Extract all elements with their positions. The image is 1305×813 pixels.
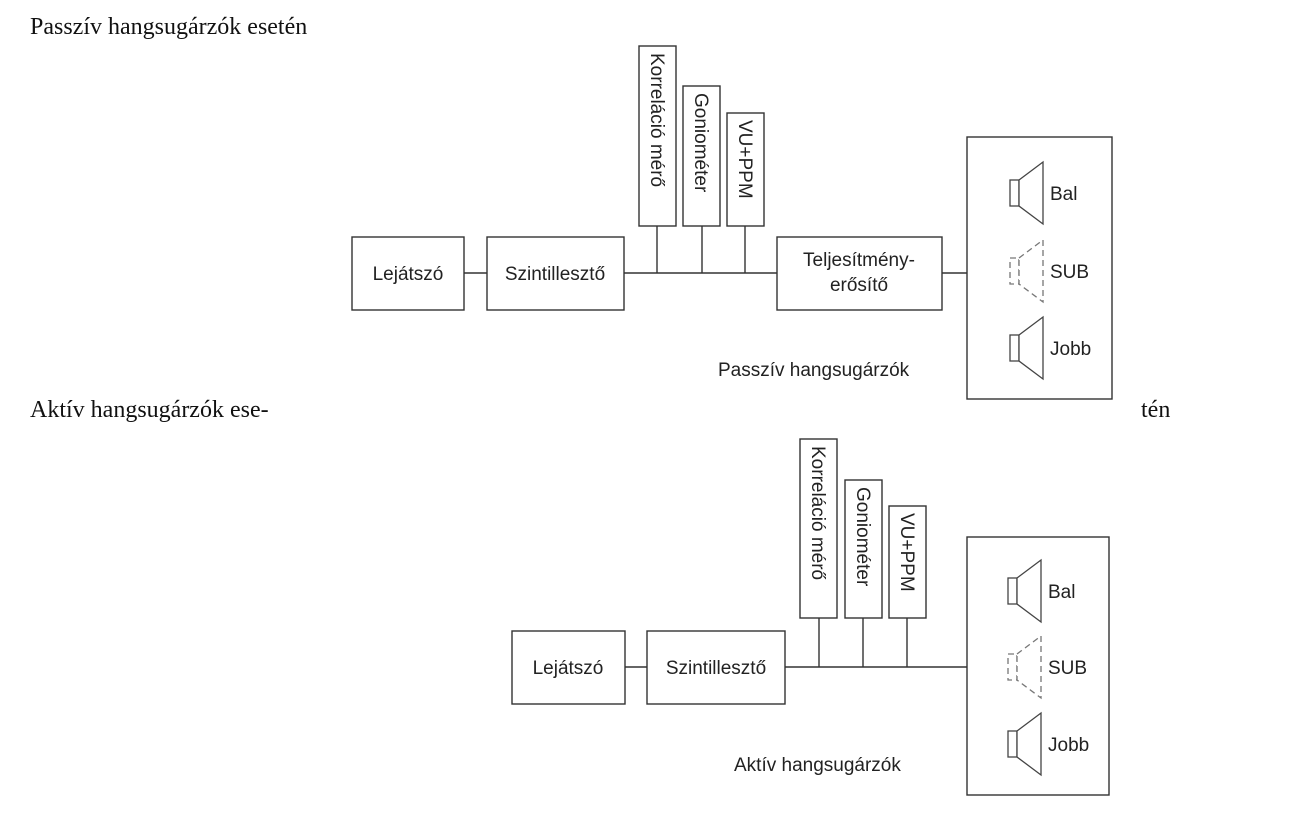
- player-box-active: [511, 630, 626, 705]
- vu-ppm-box-active: [888, 505, 927, 619]
- vu-ppm-label: VU+PPM: [734, 120, 755, 199]
- speaker-sub-icon-active: [1007, 634, 1042, 700]
- correlation-meter-box-active: [799, 438, 838, 619]
- player-box: [351, 236, 465, 311]
- speaker-right-label: Jobb: [1050, 339, 1091, 360]
- goniometer-box: [682, 85, 721, 227]
- player-label: Lejátszó: [373, 264, 444, 285]
- level-matcher-box-active: [646, 630, 786, 705]
- heading-passive: Passzív hangsugárzók esetén: [30, 14, 308, 40]
- speaker-left-icon-active: [1007, 558, 1042, 624]
- correlation-meter-box: [638, 45, 677, 227]
- player-label-active: Lejátszó: [533, 658, 604, 679]
- passive-caption: Passzív hangsugárzók: [718, 360, 910, 381]
- amplifier-box: [776, 236, 943, 311]
- goniometer-label-active: Goniométer: [852, 487, 873, 587]
- speaker-sub-icon: [1009, 238, 1044, 304]
- vu-ppm-box: [726, 112, 765, 227]
- level-matcher-label: Szintillesztő: [505, 264, 605, 285]
- goniometer-label: Goniométer: [690, 93, 711, 193]
- speaker-right-icon: [1009, 315, 1044, 381]
- active-caption: Aktív hangsugárzók: [734, 755, 901, 776]
- speaker-right-label-active: Jobb: [1048, 735, 1089, 756]
- correlation-meter-label: Korreláció mérő: [646, 53, 667, 187]
- amplifier-label-line2: erősítő: [830, 275, 888, 296]
- active-diagram: Lejátszó Szintillesztő Korreláció mérő G…: [511, 438, 1110, 796]
- vu-ppm-label-active: VU+PPM: [896, 513, 917, 592]
- passive-diagram: Lejátszó Szintillesztő Korreláció mérő G…: [351, 45, 1113, 400]
- amplifier-label-line1: Teljesítmény-: [803, 250, 915, 271]
- level-matcher-box: [486, 236, 625, 311]
- speaker-right-icon-active: [1007, 711, 1042, 777]
- speaker-left-label-active: Bal: [1048, 582, 1075, 603]
- correlation-meter-label-active: Korreláció mérő: [807, 446, 828, 580]
- speaker-sub-label-active: SUB: [1048, 658, 1087, 679]
- heading-active-part2: tén: [1141, 397, 1171, 423]
- speaker-left-icon: [1009, 160, 1044, 226]
- level-matcher-label-active: Szintillesztő: [666, 658, 766, 679]
- speaker-sub-label: SUB: [1050, 262, 1089, 283]
- speaker-left-label: Bal: [1050, 184, 1077, 205]
- heading-active-part1: Aktív hangsugárzók ese-: [30, 397, 269, 423]
- goniometer-box-active: [844, 479, 883, 619]
